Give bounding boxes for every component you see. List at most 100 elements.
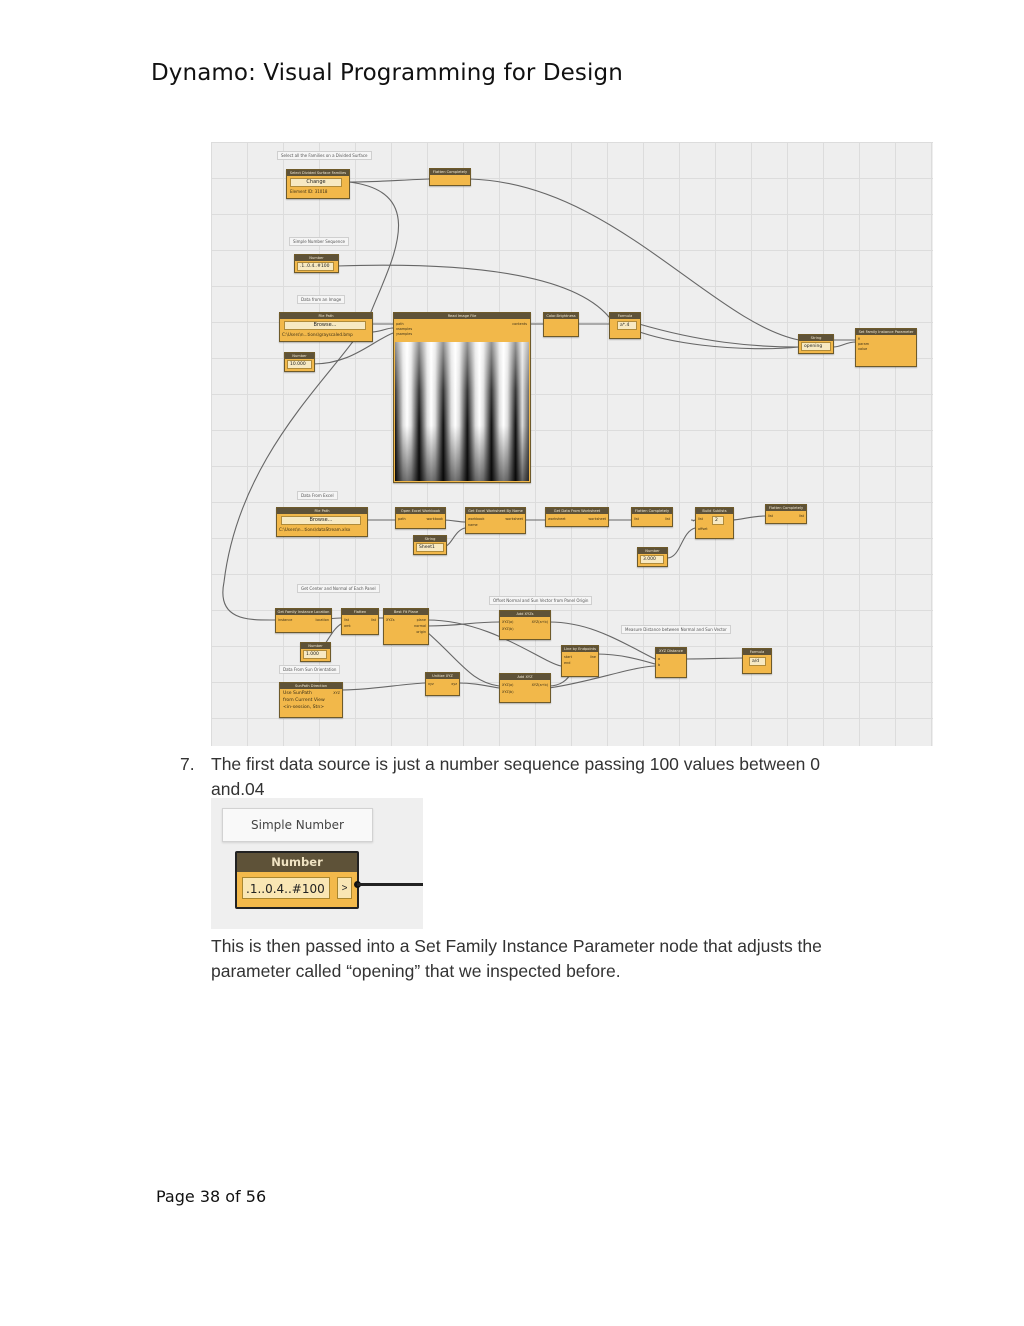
node-value[interactable]: 1.000 (303, 650, 327, 659)
output-port[interactable]: > (337, 877, 352, 899)
node-title: Color.Brightness (544, 313, 578, 319)
node-read-image-file[interactable]: Read Image File path xsamples ysamples c… (393, 312, 531, 483)
node-build-sublists[interactable]: Build Sublists list 2 offset (695, 507, 734, 539)
port-xyz-out[interactable]: xyz (451, 682, 457, 686)
port-workbook[interactable]: workbook (468, 517, 485, 521)
node-best-fit-plane[interactable]: Best Fit Plane XYZs plane normal origin (383, 608, 429, 645)
node-sunpath-direction[interactable]: SunPath Direction Use SunPath from Curre… (279, 682, 343, 718)
port-xyz[interactable]: XYZ (333, 691, 340, 695)
node-formula-top[interactable]: Formula a*.4 (609, 312, 641, 339)
node-get-excel-worksheet[interactable]: Get Excel Worksheet By Name workbook nam… (465, 507, 526, 534)
node-formula-bottom[interactable]: Formula a/d (742, 648, 772, 674)
port-list-out[interactable]: list (665, 517, 670, 521)
node-title: Formula (743, 649, 771, 655)
node-flatten-completely[interactable]: Flatten Completely (429, 168, 471, 186)
port-list[interactable]: list (768, 514, 773, 518)
wire (457, 682, 500, 689)
node-value[interactable]: opening (801, 342, 831, 351)
node-number-sequence[interactable]: Number .1..0.4..#100 (294, 254, 339, 273)
node-string-sheet[interactable]: String Sheet1 (413, 535, 447, 555)
node-subtext: C:\Users\n...tions\dataStream.xlsx (279, 527, 351, 532)
node-number[interactable]: Number .1..0.4..#100 > (235, 851, 359, 909)
port-location[interactable]: location (315, 618, 329, 622)
port-path[interactable]: path (396, 322, 404, 326)
port-end[interactable]: end (564, 661, 571, 665)
port-path[interactable]: path (398, 517, 406, 521)
node-button[interactable]: Change (290, 178, 342, 187)
port-xyzs[interactable]: XYZs (386, 618, 395, 622)
node-select-divided-surface[interactable]: Select Divided Surface Families Change E… (286, 169, 350, 199)
port-list[interactable]: list (344, 618, 349, 622)
sunpath-line-2: from Current View (283, 698, 325, 703)
port-list[interactable]: list (634, 517, 639, 521)
port-origin[interactable]: origin (416, 630, 426, 634)
port-name[interactable]: name (468, 523, 478, 527)
node-flatten-completely-excel[interactable]: Flatten Completely list list (631, 507, 673, 527)
port-xyz-a[interactable]: XYZ(a) (502, 620, 514, 624)
wire (832, 341, 857, 348)
node-number-excel[interactable]: Number 3.000 (637, 547, 668, 567)
port-xyz-b[interactable]: XYZ(b) (502, 627, 514, 631)
node-get-family-instance-location[interactable]: Get Family Instance Location instance lo… (275, 608, 332, 633)
node-file-path-image[interactable]: File Path Browse... C:\Users\n...tions\g… (279, 312, 373, 342)
port-worksheet[interactable]: worksheet (548, 517, 566, 521)
node-add-xyzs[interactable]: Add XYZs XYZ(a) XYZ(b) XYZ(a+b) (499, 610, 551, 640)
port-worksheet-out[interactable]: worksheet (588, 517, 606, 521)
node-get-data-from-worksheet[interactable]: Get Data From Worksheet worksheet worksh… (545, 507, 609, 527)
node-value[interactable]: Sheet1 (416, 543, 444, 552)
port-xsamples[interactable]: xsamples (396, 327, 413, 331)
node-value[interactable]: .1..0.4..#100 (297, 262, 334, 271)
port-value[interactable]: value (858, 347, 868, 351)
port-b[interactable]: b (658, 663, 661, 667)
port-ysamples[interactable]: ysamples (396, 332, 413, 336)
node-button[interactable]: Browse... (281, 516, 361, 525)
node-add-xyz[interactable]: Add XYZ XYZ(a) XYZ(b) XYZ(a+b) (499, 673, 551, 703)
port-list[interactable]: list (698, 517, 703, 521)
node-value[interactable]: a/d (749, 657, 766, 666)
port-xyz-b[interactable]: XYZ(b) (502, 690, 514, 694)
port-list-out[interactable]: list (371, 618, 376, 622)
port-normal[interactable]: normal (414, 624, 426, 628)
node-flatten[interactable]: Flatten list amt list (341, 608, 379, 635)
port-xyz-a[interactable]: XYZ(a) (502, 683, 514, 687)
node-file-path-excel[interactable]: File Path Browse... C:\Users\n...tions\d… (276, 507, 368, 537)
node-open-excel-workbook[interactable]: Open Excel Workbook path workbook (395, 507, 446, 529)
port-a[interactable]: a (658, 657, 661, 661)
node-unitize-xyz[interactable]: Unitize XYZ xyz xyz (425, 672, 460, 696)
port-xyz[interactable]: xyz (428, 682, 434, 686)
note-data-from-sun: Data From Sun Orientation (279, 665, 341, 674)
port-fi[interactable]: fi (858, 337, 861, 341)
node-line-by-endpoints[interactable]: Line by Endpoints start end line (561, 645, 599, 677)
port-worksheet[interactable]: worksheet (505, 517, 523, 521)
port-amt[interactable]: amt (344, 624, 351, 628)
node-flatten-completely-right[interactable]: Flatten Completely list list (765, 504, 807, 524)
node-number-image[interactable]: Number 10.000 (284, 352, 315, 372)
page-title: Dynamo: Visual Programming for Design (151, 60, 623, 86)
node-color-brightness[interactable]: Color.Brightness (543, 312, 579, 337)
node-number-one[interactable]: Number 1.000 (300, 642, 331, 662)
port-line[interactable]: line (589, 655, 596, 659)
port-plane[interactable]: plane (416, 618, 426, 622)
node-value[interactable]: a*.4 (617, 321, 637, 330)
wire (548, 621, 656, 660)
port-xyz-sum[interactable]: XYZ(a+b) (531, 683, 548, 687)
node-value[interactable]: 3.000 (640, 555, 664, 564)
node-value[interactable]: 2 (712, 516, 724, 525)
node-title: Number (301, 643, 330, 649)
node-button[interactable]: Browse... (284, 321, 366, 330)
port-xyz-sum[interactable]: XYZ(a+b) (531, 620, 548, 624)
node-set-family-instance-parameter[interactable]: Set Family Instance Parameter fi param v… (855, 328, 917, 367)
port-param[interactable]: param (858, 342, 870, 346)
node-title: XYZ Distance (656, 648, 686, 654)
port-offset[interactable]: offset (698, 527, 708, 531)
node-value-field[interactable]: .1..0.4..#100 (242, 877, 330, 899)
node-string-opening[interactable]: String opening (798, 334, 834, 354)
port-instance[interactable]: instance (278, 618, 293, 622)
port-start[interactable]: start (564, 655, 572, 659)
port-workbook[interactable]: workbook (426, 517, 443, 521)
node-xyz-distance[interactable]: XYZ Distance a b (655, 647, 687, 678)
node-value[interactable]: 10.000 (287, 360, 312, 369)
port-list-out[interactable]: list (799, 514, 804, 518)
port-contents[interactable]: contents (512, 322, 527, 326)
sunpath-line-3: <in-session, Stn> (283, 705, 325, 710)
